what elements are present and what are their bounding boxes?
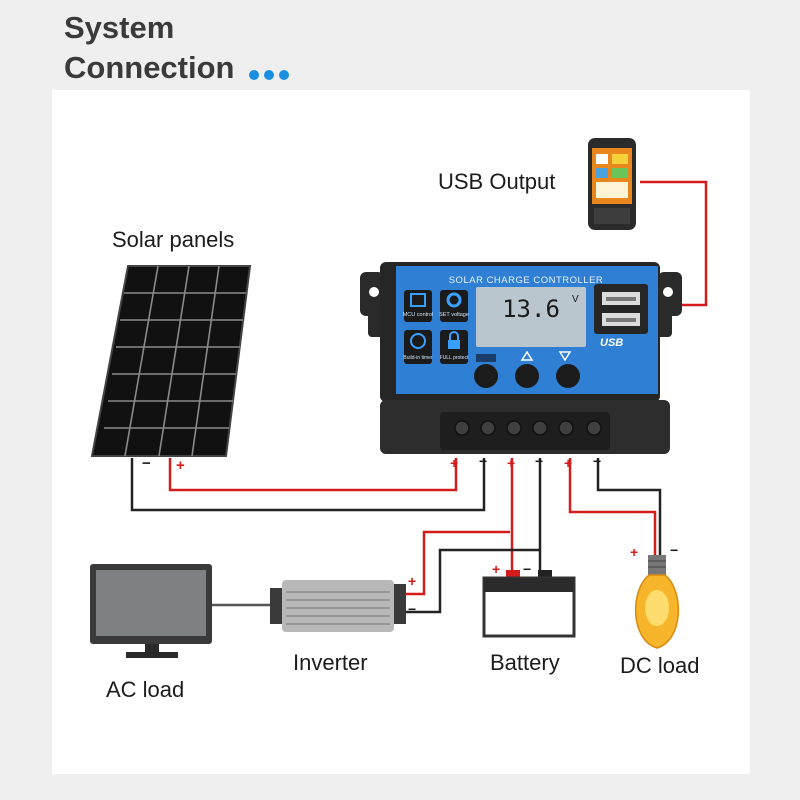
feature-mcu-label: MCU control (403, 312, 434, 318)
phone-icon (588, 138, 636, 230)
controller-header: SOLAR CHARGE CONTROLLER (449, 275, 604, 286)
battery-label: Battery (490, 650, 560, 675)
solar-panels-label: Solar panels (112, 227, 234, 252)
terminal-solar-minus: − (479, 453, 487, 469)
page-heading: System Connection (64, 8, 294, 90)
solar-plus-sign: + (176, 457, 185, 474)
lock-icon (448, 340, 460, 349)
solar-positive-wire (168, 458, 458, 492)
dc-plus-sign: + (630, 544, 638, 560)
feature-set-label: SET voltage (439, 312, 469, 318)
solar-minus-sign: − (142, 455, 151, 472)
feature-timer-label: Build-in timer (403, 355, 433, 361)
inverter-plus-sign: + (408, 573, 416, 589)
lcd-voltage: 13.6 (502, 295, 560, 323)
gear-icon (446, 292, 462, 308)
inverter-negative-wire (404, 548, 540, 614)
chip-icon (410, 293, 426, 307)
light-bulb-icon (634, 555, 680, 649)
monitor-icon (90, 564, 212, 658)
charge-controller (360, 262, 682, 454)
ac-load-label: AC load (106, 677, 184, 702)
battery-icon (482, 570, 576, 638)
usb-output-label: USB Output (438, 169, 555, 194)
heading-line-1: System (64, 10, 175, 45)
usb-logo: USB (600, 337, 623, 349)
terminal-load-minus: − (593, 453, 601, 469)
heading-line-2-text: Connection (64, 50, 235, 85)
inverter-label: Inverter (293, 650, 368, 675)
heading-line-2: Connection (64, 48, 294, 90)
feature-protect-label: FULL protect (440, 355, 469, 361)
solar-negative-wire (130, 458, 486, 512)
decorative-dots (248, 50, 294, 90)
terminal-solar-plus: + (450, 455, 458, 471)
terminal-battery-minus: − (535, 453, 543, 469)
battery-minus-sign: − (523, 561, 531, 577)
solar-panel (90, 265, 252, 457)
terminal-battery-plus: + (507, 455, 515, 471)
terminal-load-plus: + (564, 455, 572, 471)
dc-minus-sign: − (670, 542, 678, 558)
clock-icon (410, 333, 426, 349)
inverter-minus-sign: − (408, 601, 416, 617)
inverter-positive-wire (404, 530, 510, 596)
battery-plus-sign: + (492, 561, 500, 577)
inverter-icon (270, 580, 406, 632)
dc-negative-wire (596, 458, 662, 555)
lcd-unit: V (572, 294, 579, 305)
dc-load-label: DC load (620, 653, 699, 678)
dc-positive-wire (568, 458, 657, 555)
